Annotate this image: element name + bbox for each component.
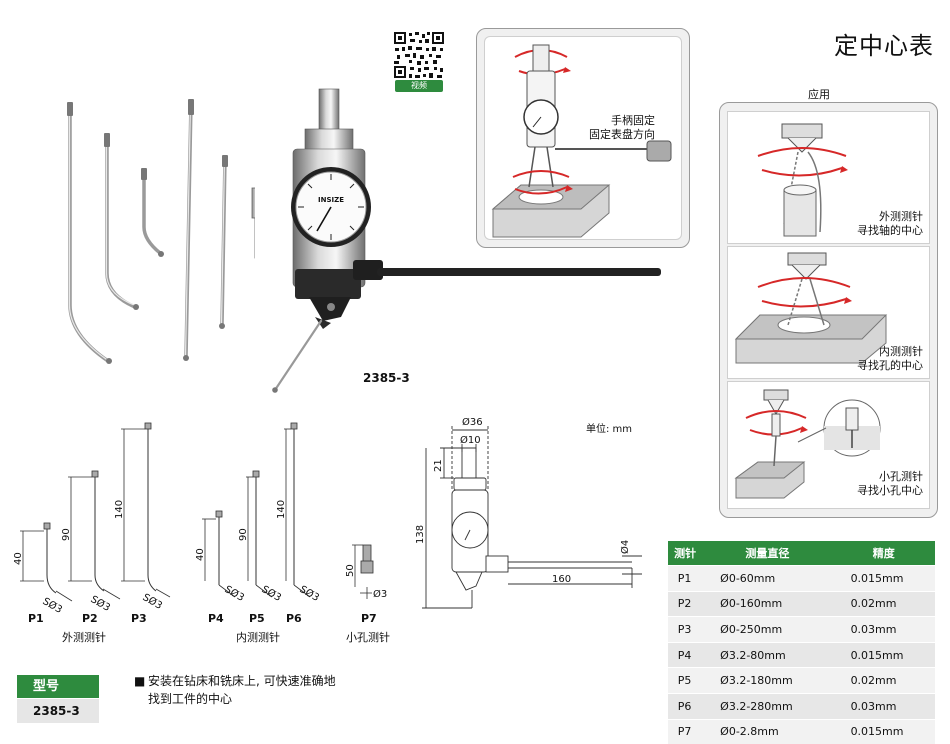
- probe-drawings: 40 90 140 40 90 140 50 SØ3 SØ3 SØ3 SØ3 S…: [13, 422, 387, 616]
- case-inner-line1: 内测测针: [879, 345, 923, 358]
- dim-d4: Ø4: [619, 540, 631, 554]
- setup-illustration: 手柄固定 固定表盘方向: [484, 36, 682, 240]
- p4-tip: SØ3: [223, 583, 247, 604]
- cell-range: Ø0-60mm: [702, 565, 833, 592]
- cell-accuracy: 0.03mm: [832, 616, 935, 643]
- p7-tip: Ø3: [373, 588, 387, 600]
- p4-length: 40: [195, 548, 206, 561]
- p6-label: P6: [286, 612, 302, 625]
- description-text: 安装在钻床和铣床上, 可快速准确地找到工件的中心: [148, 674, 336, 706]
- probe-photos: [67, 99, 255, 364]
- application-case-outer: 外测测针 寻找轴的中心: [727, 111, 930, 244]
- spec-header-row: 测针 测量直径 精度: [668, 541, 935, 566]
- p3-length: 140: [114, 500, 125, 519]
- application-panel: 外测测针 寻找轴的中心 内测测针 寻找孔的中心: [719, 102, 938, 518]
- cell-accuracy: 0.02mm: [832, 667, 935, 694]
- model-box-value: 2385-3: [17, 699, 99, 723]
- case-small-line1: 小孔测针: [879, 470, 923, 483]
- product-photo: INSIZE: [272, 88, 661, 393]
- application-case-inner: 内测测针 寻找孔的中心: [727, 246, 930, 379]
- case-small-line2: 寻找小孔中心: [857, 484, 923, 497]
- case-outer-line1: 外测测针: [879, 210, 923, 223]
- cell-probe: P7: [668, 718, 703, 744]
- cell-probe: P1: [668, 565, 703, 592]
- p5-length: 90: [238, 528, 249, 541]
- p6-length: 140: [276, 500, 287, 519]
- setup-caption-line1: 手柄固定: [611, 114, 655, 127]
- dim-l160: 160: [552, 574, 571, 585]
- cell-range: Ø0-160mm: [702, 590, 833, 617]
- dim-d36: Ø36: [462, 416, 483, 428]
- setup-drawing: [491, 44, 672, 238]
- application-case-small: 小孔测针 寻找小孔中心: [727, 381, 930, 509]
- dim-h21: 21: [433, 459, 444, 472]
- bullet-icon: ■: [134, 674, 146, 688]
- cell-probe: P3: [668, 616, 703, 643]
- p6-tip: SØ3: [298, 583, 322, 604]
- p7-length: 50: [345, 564, 356, 577]
- p3-label: P3: [131, 612, 147, 625]
- cell-range: Ø3.2-80mm: [702, 641, 833, 668]
- case-outer-line2: 寻找轴的中心: [857, 224, 923, 237]
- p1-length: 40: [13, 552, 24, 565]
- group-inner-label: 内测测针: [236, 631, 280, 644]
- small-probe-drawing: [734, 389, 881, 499]
- dimension-drawing: Ø36 Ø10 21 138 Ø4 160: [415, 416, 642, 609]
- cell-probe: P2: [668, 590, 703, 617]
- cell-accuracy: 0.015mm: [832, 718, 935, 744]
- cell-accuracy: 0.015mm: [832, 565, 935, 592]
- cell-accuracy: 0.015mm: [832, 641, 935, 668]
- setup-panel: 手柄固定 固定表盘方向: [476, 28, 690, 248]
- product-model-label: 2385-3: [363, 371, 410, 385]
- cell-probe: P6: [668, 692, 703, 720]
- col-accuracy: 精度: [832, 541, 935, 566]
- col-probe: 测针: [668, 541, 703, 566]
- setup-caption-line2: 固定表盘方向: [589, 128, 655, 141]
- qr-video-label: 视频: [395, 80, 443, 92]
- p7-label: P7: [361, 612, 377, 625]
- case-inner-line2: 寻找孔的中心: [857, 359, 923, 372]
- application-heading: 应用: [808, 88, 830, 101]
- page-title: 定中心表: [834, 32, 934, 60]
- p4-label: P4: [208, 612, 224, 625]
- cell-probe: P5: [668, 667, 703, 694]
- model-box-label: 型号: [17, 675, 99, 698]
- p2-tip: SØ3: [89, 593, 113, 614]
- unit-label: 单位: mm: [586, 424, 633, 435]
- group-outer-label: 外测测针: [62, 631, 106, 644]
- p5-label: P5: [249, 612, 265, 625]
- p1-tip: SØ3: [41, 595, 65, 616]
- dim-h138: 138: [415, 525, 426, 544]
- inner-probe-drawing: [734, 252, 888, 364]
- p3-tip: SØ3: [141, 591, 165, 612]
- outer-probe-drawing: [757, 123, 848, 237]
- qr-code[interactable]: [392, 30, 446, 80]
- cell-range: Ø3.2-180mm: [702, 667, 833, 694]
- description: ■ 安装在钻床和铣床上, 可快速准确地找到工件的中心: [134, 672, 344, 708]
- cell-accuracy: 0.02mm: [832, 590, 935, 617]
- dim-d10: Ø10: [460, 434, 481, 446]
- col-range: 测量直径: [702, 541, 833, 566]
- dial-brand: INSIZE: [318, 196, 344, 204]
- cell-probe: P4: [668, 641, 703, 668]
- cell-accuracy: 0.03mm: [832, 692, 935, 720]
- group-small-label: 小孔测针: [346, 631, 390, 644]
- p5-tip: SØ3: [260, 583, 284, 604]
- p2-length: 90: [61, 528, 72, 541]
- p1-label: P1: [28, 612, 44, 625]
- cell-range: Ø0-250mm: [702, 616, 833, 643]
- p2-label: P2: [82, 612, 98, 625]
- cell-range: Ø0-2.8mm: [702, 718, 833, 744]
- cell-range: Ø3.2-280mm: [702, 692, 833, 720]
